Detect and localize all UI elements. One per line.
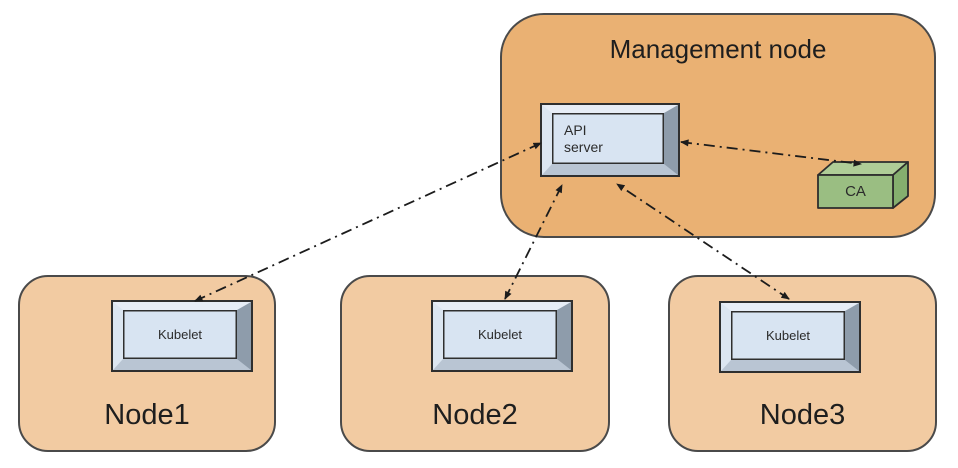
node1-title: Node1 <box>104 399 190 431</box>
node3-title: Node3 <box>759 399 846 431</box>
kubelet2-box: Kubelet <box>431 300 573 372</box>
node2-title: Node2 <box>432 399 518 431</box>
management-node-title: Management node <box>609 34 827 64</box>
kubelet2-label: Kubelet <box>477 327 523 342</box>
kubelet3-label: Kubelet <box>765 328 811 343</box>
ca-label: CA <box>845 183 866 200</box>
api-server-label: API server <box>564 121 603 155</box>
kubelet1-label: Kubelet <box>157 327 203 342</box>
kubelet1-box: Kubelet <box>111 300 253 372</box>
api-server-box: API server <box>540 103 680 177</box>
kubelet3-box: Kubelet <box>719 301 861 373</box>
